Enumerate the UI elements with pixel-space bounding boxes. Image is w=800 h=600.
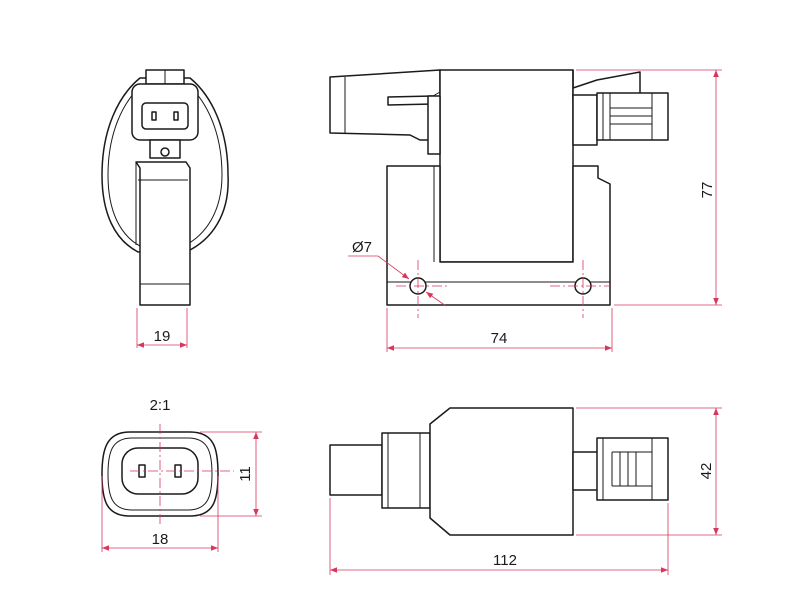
- dim-top-width: 42: [576, 407, 722, 536]
- side-connector-shroud: [572, 94, 598, 146]
- front-pin-right: [173, 111, 179, 121]
- dim-plug-height: 11: [200, 431, 262, 517]
- front-connector-socket: [141, 102, 189, 130]
- dim-hole-diameter: Ø7: [348, 239, 447, 307]
- dim-side-height-label: 77: [699, 182, 716, 199]
- plug-scale-label: 2:1: [150, 397, 171, 414]
- top-body: [429, 407, 574, 536]
- front-pin-left: [151, 111, 157, 121]
- dim-plug-height-label: 11: [237, 466, 254, 482]
- dim-top-width-label: 42: [698, 463, 715, 480]
- side-nose: [329, 69, 441, 141]
- top-view: [329, 407, 669, 536]
- plug-centre-lines: [130, 424, 234, 524]
- top-connector-plug: [596, 437, 669, 501]
- dim-front-width: 19: [136, 308, 188, 348]
- plug-outer-inner: [107, 437, 213, 511]
- front-view: [101, 69, 229, 306]
- dim-top-length-label: 112: [493, 552, 517, 569]
- dim-front-width-label: 19: [154, 328, 171, 345]
- side-centre-lines: [396, 260, 610, 318]
- side-upper-body: [439, 69, 574, 263]
- top-nose: [329, 444, 383, 496]
- front-bracket: [135, 161, 191, 306]
- side-rib: [427, 95, 441, 155]
- dim-hole-diameter-label: Ø7: [352, 239, 372, 256]
- top-connector-shroud: [572, 451, 601, 491]
- dim-side-width-label: 74: [491, 330, 508, 347]
- dim-top-length: 112: [329, 498, 669, 575]
- dim-side-width: 74: [386, 308, 613, 352]
- dim-plug-width-label: 18: [152, 531, 169, 548]
- dim-plug-width: 18: [101, 476, 219, 552]
- dim-side-height: 77: [576, 69, 722, 306]
- top-collar: [381, 432, 431, 509]
- side-rail: [387, 95, 434, 106]
- side-view: [329, 69, 669, 306]
- front-key-circle: [160, 147, 170, 157]
